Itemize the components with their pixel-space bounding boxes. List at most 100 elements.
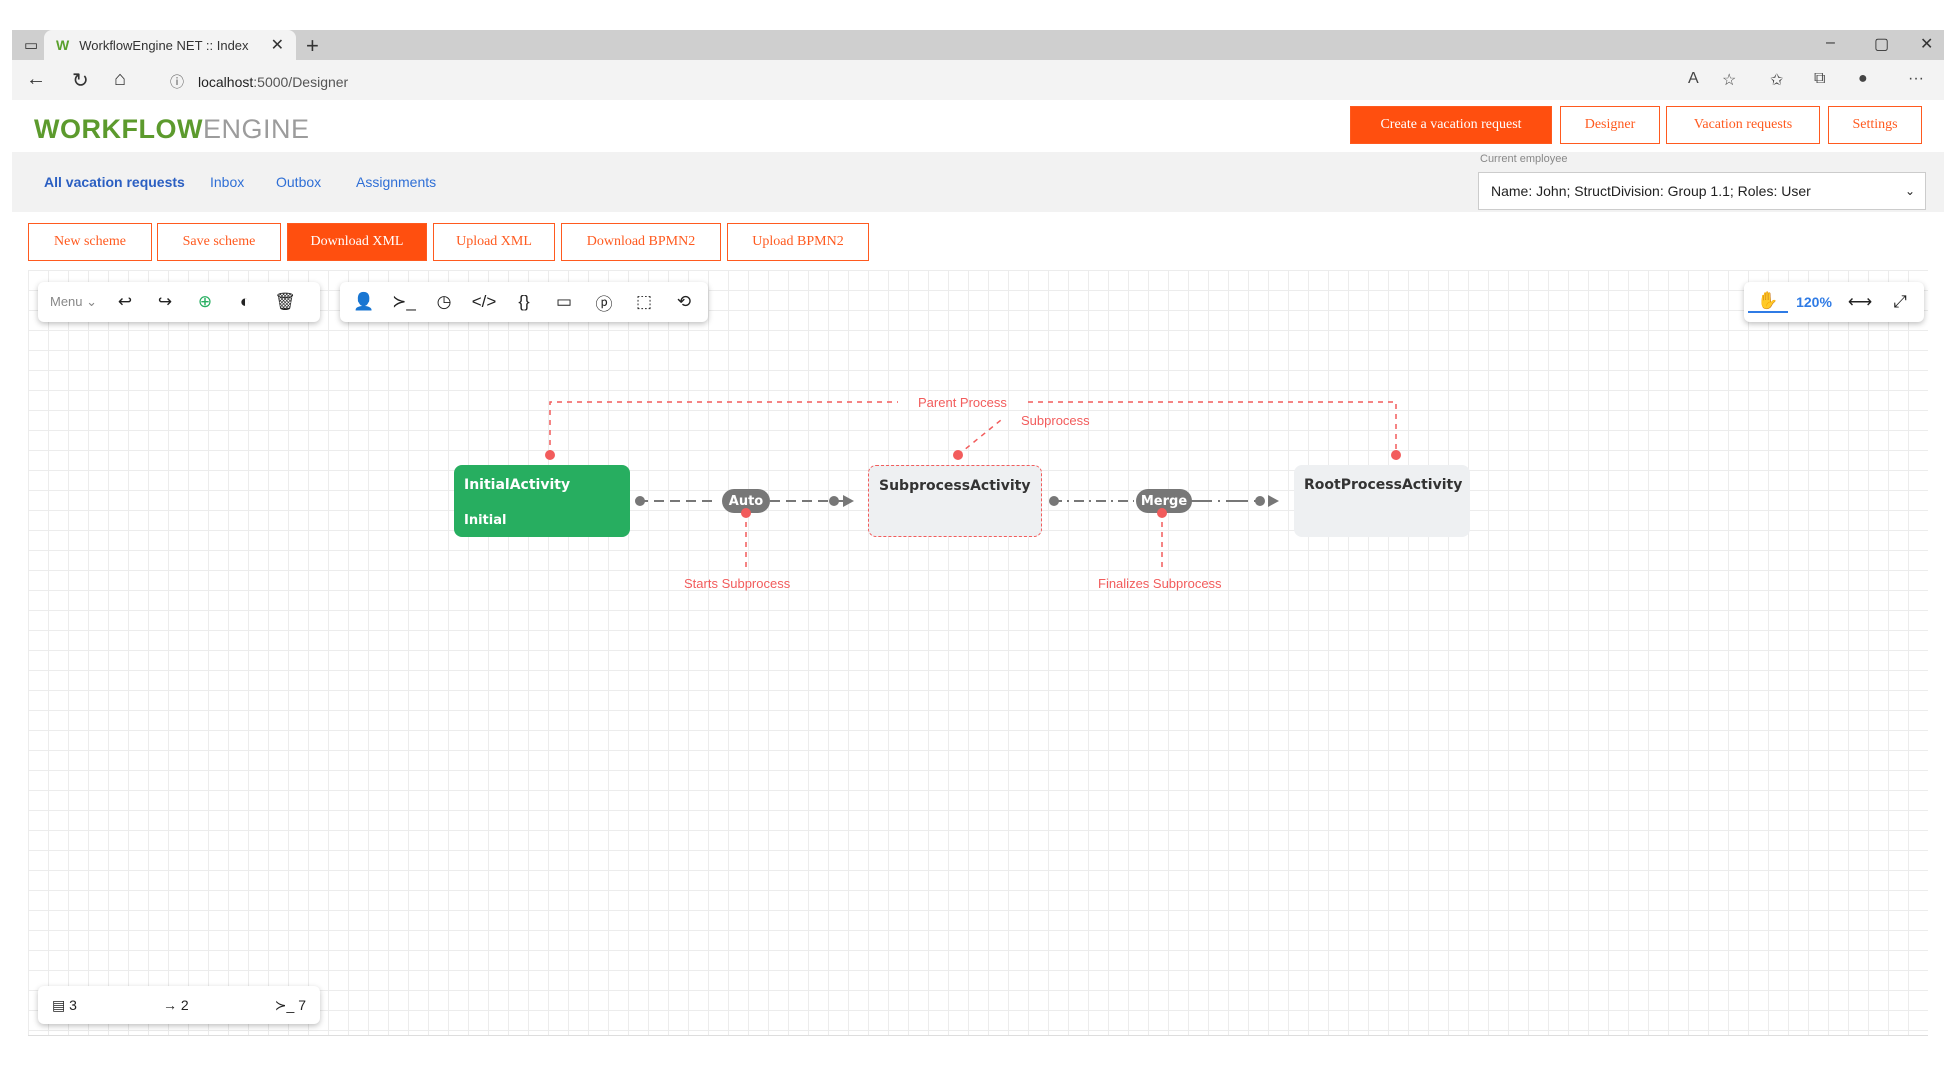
root-process-activity[interactable]: RootProcessActivity [1294, 465, 1470, 537]
transitions-count-value: 2 [180, 997, 189, 1013]
url-path: :5000/Designer [253, 74, 349, 90]
vacation-requests-button[interactable]: Vacation requests [1666, 106, 1820, 144]
collections-icon[interactable]: ⧉ [1814, 70, 1826, 87]
commands-icon: ≻_ [274, 996, 295, 1013]
annotation-anchor [1391, 450, 1401, 460]
activities-count-value: 3 [69, 996, 77, 1013]
create-vacation-request-button[interactable]: Create a vacation request [1350, 106, 1552, 144]
download-bpmn2-button[interactable]: Download BPMN2 [561, 223, 721, 261]
arrow-head [1268, 495, 1279, 507]
undo-icon[interactable]: ↩ [117, 292, 133, 311]
actors-icon[interactable]: 👤 [353, 292, 375, 311]
stats-panel: ▤ 3 → 2 ≻_ 7 [38, 986, 320, 1024]
connector-dot [635, 496, 645, 506]
employee-value: Name: John; StructDivision: Group 1.1; R… [1491, 183, 1811, 199]
minimize-icon[interactable]: – [1826, 34, 1835, 51]
nav-assignments[interactable]: Assignments [356, 174, 437, 190]
browser-tab-strip [12, 30, 1944, 60]
restore-icon[interactable]: ▢ [1874, 36, 1890, 53]
redo-icon[interactable]: ↪ [157, 292, 173, 311]
delete-icon[interactable]: 🗑 [274, 292, 296, 311]
employee-select[interactable]: Name: John; StructDivision: Group 1.1; R… [1478, 172, 1926, 210]
finalizes-subprocess-label: Finalizes Subprocess [1098, 576, 1222, 591]
history-icon[interactable]: ⟲ [676, 292, 692, 311]
subprocess-activity[interactable]: SubprocessActivity [868, 465, 1042, 537]
subprocess-label: Subprocess [1021, 413, 1090, 428]
initial-activity[interactable]: InitialActivity Initial [454, 465, 630, 537]
transitions-icon: → [163, 997, 177, 1013]
nav-outbox[interactable]: Outbox [276, 174, 322, 190]
pan-hand-icon[interactable]: ✋ [1748, 291, 1788, 313]
subprocess-link [957, 419, 1002, 456]
activity-state: Initial [464, 513, 507, 528]
connector-dot [829, 496, 839, 506]
connector-dot [1255, 496, 1265, 506]
refresh-icon[interactable]: ↻ [72, 70, 89, 92]
workflow-logo-icon: W [56, 37, 70, 53]
profile-icon[interactable]: ● [1858, 70, 1868, 87]
url-field[interactable]: ⓘ localhost:5000/Designer [170, 72, 348, 92]
menu-label: Menu [50, 294, 83, 309]
activities-count[interactable]: ▤ 3 [52, 997, 77, 1014]
activity-name: InitialActivity [464, 477, 571, 493]
process-info-icon[interactable]: ⓟ [595, 294, 613, 314]
add-activity-icon[interactable]: ⊕ [197, 292, 213, 311]
activity-name: SubprocessActivity [879, 478, 1031, 494]
address-bar [12, 60, 1944, 100]
browser-tab[interactable]: W WorkflowEngine NET :: Index ✕ [44, 30, 296, 60]
menu-dropdown[interactable]: Menu ⌄ [50, 294, 98, 309]
comments-icon[interactable]: ▭ [555, 292, 573, 311]
activities-icon: ▤ [52, 996, 66, 1013]
employee-label: Current employee [1480, 153, 1568, 165]
url-host: localhost [198, 74, 254, 90]
parameters-icon[interactable]: {} [518, 292, 530, 311]
brand-light: ENGINE [202, 114, 310, 144]
brand-bold: WORKFLOW [34, 114, 203, 144]
close-window-icon[interactable]: ✕ [1920, 36, 1934, 53]
zoom-level[interactable]: 120% [1796, 294, 1832, 310]
upload-bpmn2-button[interactable]: Upload BPMN2 [727, 223, 869, 261]
transitions-count[interactable]: → 2 [163, 997, 189, 1013]
edit-toolbar: Menu ⌄ ↩ ↪ ⊕ ◐ 🗑 [38, 282, 320, 322]
timers-icon[interactable]: ◷ [436, 292, 452, 311]
back-icon[interactable]: ← [26, 68, 46, 90]
designer-canvas[interactable]: Menu ⌄ ↩ ↪ ⊕ ◐ 🗑 👤 ≻_ ◷ </> {} ▭ ⓟ ⬚ ⟲ ✋… [28, 270, 1928, 1036]
site-info-icon[interactable]: ⓘ [170, 74, 184, 90]
tab-actions-icon[interactable]: ▭ [24, 37, 39, 54]
upload-xml-button[interactable]: Upload XML [433, 223, 555, 261]
nav-all-vacation-requests[interactable]: All vacation requests [44, 174, 185, 190]
activity-name: RootProcessActivity [1304, 477, 1463, 493]
starts-subprocess-label: Starts Subprocess [684, 576, 791, 591]
add-favorite-icon[interactable]: ☆ [1722, 72, 1737, 89]
chevron-down-icon: ⌄ [1904, 184, 1915, 198]
view-toolbar: ✋ 120% ⟷ ⤢ [1744, 282, 1924, 322]
settings-button[interactable]: Settings [1828, 106, 1922, 144]
new-tab-icon[interactable]: + [306, 33, 319, 58]
annotation-anchor [1157, 508, 1167, 518]
commands-count-value: 7 [298, 996, 306, 1013]
download-xml-button[interactable]: Download XML [287, 223, 427, 261]
new-scheme-button[interactable]: New scheme [28, 223, 152, 261]
tab-title: WorkflowEngine NET :: Index [79, 37, 249, 53]
select-area-icon[interactable]: ⬚ [635, 292, 653, 311]
save-scheme-button[interactable]: Save scheme [157, 223, 281, 261]
read-aloud-icon[interactable]: A [1688, 70, 1699, 87]
home-icon[interactable]: ⌂ [114, 68, 127, 90]
commands-count[interactable]: ≻_ 7 [275, 997, 306, 1014]
fit-width-icon[interactable]: ⟷ [1847, 292, 1873, 311]
code-actions-icon[interactable]: </> [471, 292, 497, 311]
elements-toolbar: 👤 ≻_ ◷ </> {} ▭ ⓟ ⬚ ⟲ [340, 282, 708, 322]
nav-inbox[interactable]: Inbox [210, 174, 245, 190]
toggle-icon[interactable]: ◐ [239, 292, 251, 311]
more-icon[interactable]: ··· [1908, 70, 1924, 87]
favorites-icon[interactable]: ✩ [1770, 72, 1784, 89]
close-tab-icon[interactable]: ✕ [270, 37, 284, 54]
designer-button[interactable]: Designer [1560, 106, 1660, 144]
annotation-anchor [741, 508, 751, 518]
brand-logo[interactable]: WORKFLOWENGINE [34, 114, 309, 145]
annotation-anchor [953, 450, 963, 460]
arrow-head [843, 495, 854, 507]
parent-process-label: Parent Process [918, 395, 1007, 410]
fullscreen-icon[interactable]: ⤢ [1893, 292, 1907, 311]
commands-icon[interactable]: ≻_ [392, 292, 416, 311]
